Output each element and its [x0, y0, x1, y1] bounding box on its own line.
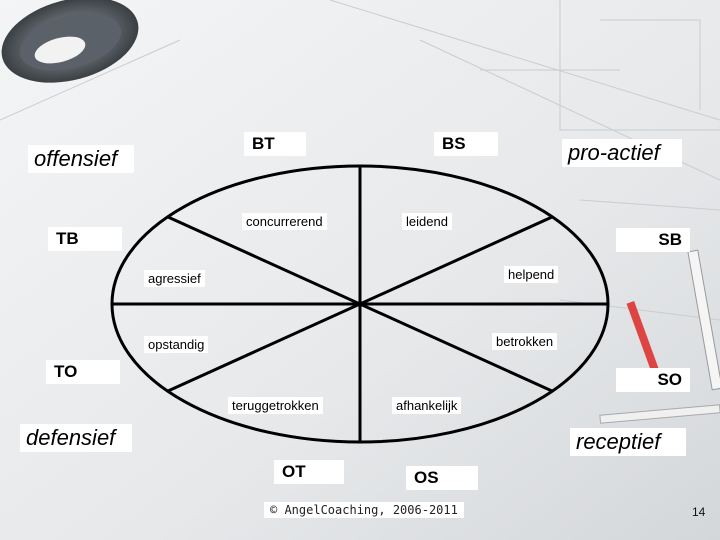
segment-label-opstandig: opstandig — [144, 336, 209, 353]
segment-label-afhankelijk: afhankelijk — [392, 397, 462, 414]
diagonal-divider-2 — [167, 215, 553, 393]
segment-label-betrokken: betrokken — [492, 333, 558, 350]
corner-label-pro-actief: pro-actief — [562, 139, 682, 167]
diagram-ellipse-group — [110, 164, 610, 444]
axis-label-TB: TB — [48, 227, 122, 251]
axis-label-OS: OS — [406, 466, 478, 490]
segment-label-agressief: agressief — [144, 270, 205, 287]
axis-label-BS: BS — [434, 132, 498, 156]
page-number: 14 — [692, 505, 706, 519]
axis-label-TO: TO — [46, 360, 120, 384]
segment-label-concurrerend: concurrerend — [242, 213, 327, 230]
segment-label-helpend: helpend — [504, 266, 559, 283]
segment-label-leidend: leidend — [402, 213, 452, 230]
axis-label-SB: SB — [616, 228, 690, 252]
corner-label-offensief: offensief — [28, 145, 134, 173]
axis-label-SO: SO — [616, 368, 690, 392]
segment-label-teruggetrokken: teruggetrokken — [228, 397, 323, 414]
desk-lamp-illustration — [1, 0, 139, 83]
corner-label-defensief: defensief — [20, 424, 132, 452]
axis-label-OT: OT — [274, 460, 344, 484]
axis-label-BT: BT — [244, 132, 306, 156]
pen-illustration — [599, 249, 720, 424]
corner-label-receptief: receptief — [570, 428, 686, 456]
copyright-footer: © AngelCoaching, 2006-2011 — [264, 502, 464, 518]
